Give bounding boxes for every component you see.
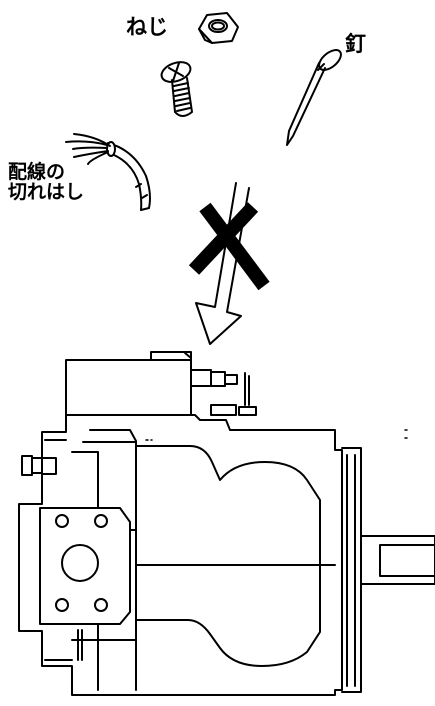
wire-scrap-label-line2: 切れはし xyxy=(8,180,85,203)
hydraulic-pump-drawing xyxy=(18,351,435,696)
nail-icon xyxy=(286,49,342,146)
wire-scrap-label: 配線の 切れはし xyxy=(8,161,85,203)
nut-icon xyxy=(198,12,239,44)
screw-icon xyxy=(160,61,193,117)
wire-scrap-label-line1: 配線の xyxy=(8,161,66,183)
down-arrow-icon xyxy=(195,182,250,345)
wire-scrap-icon xyxy=(65,133,151,211)
screw-label: ねじ xyxy=(126,15,168,39)
nail-label: 釘 xyxy=(345,32,366,56)
x-mark-icon xyxy=(188,202,270,291)
